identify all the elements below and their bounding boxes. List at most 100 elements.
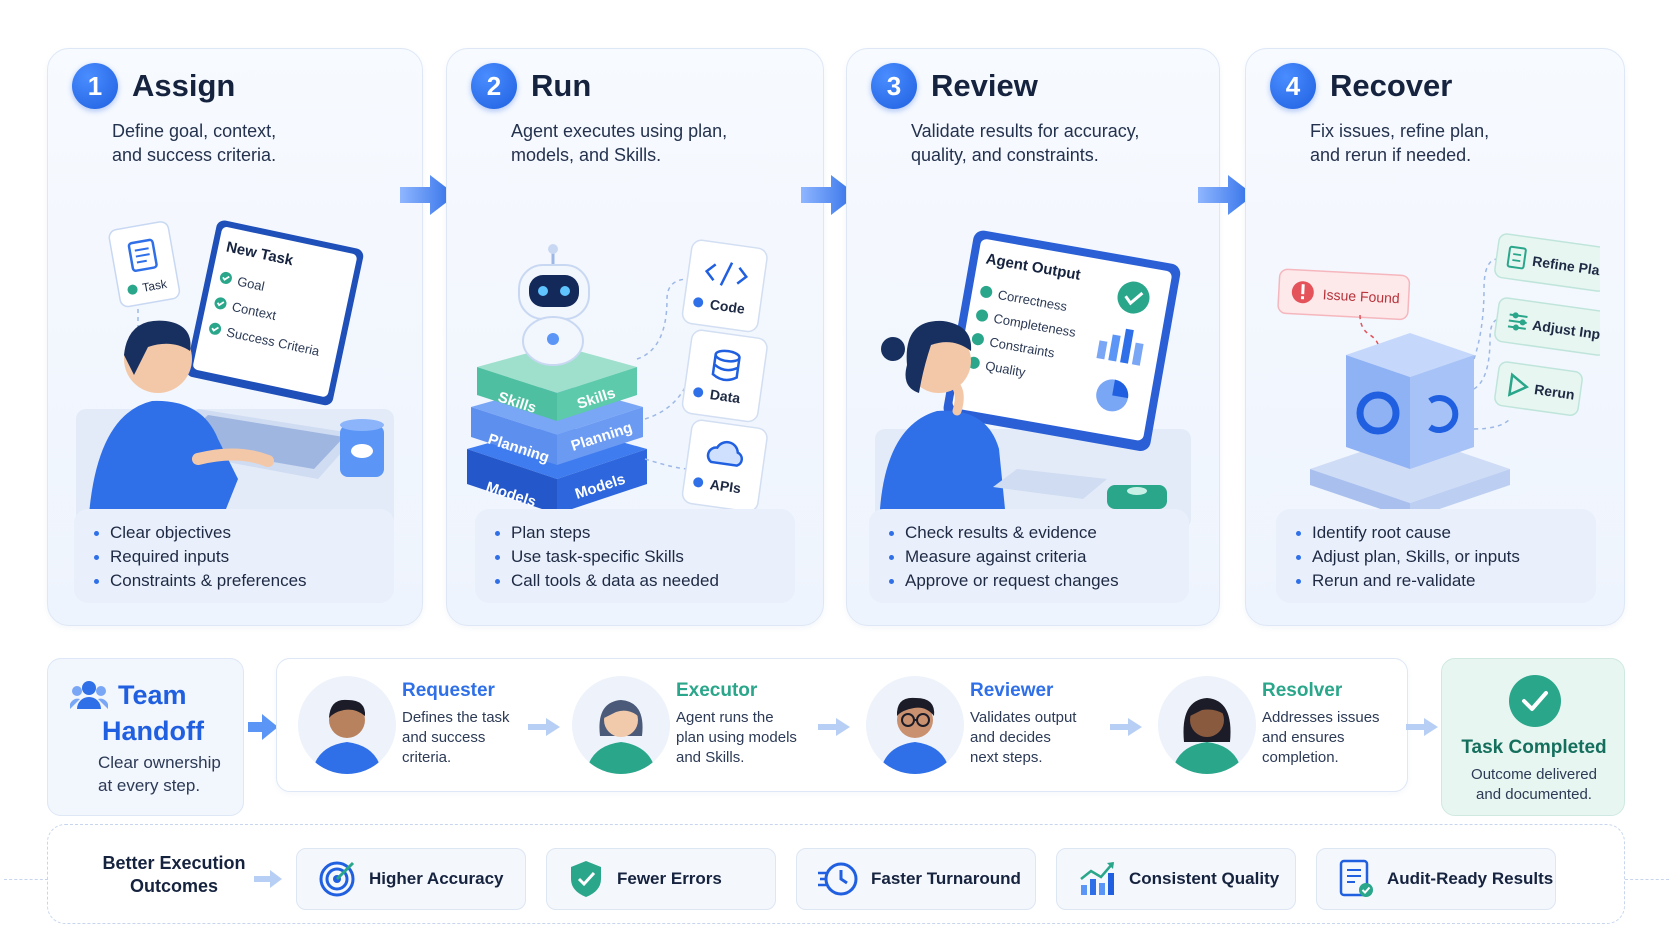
team-icon (70, 681, 108, 709)
team-title-line: Handoff (102, 716, 204, 746)
dashed-connector (1625, 879, 1669, 880)
team-subtitle-line: Clear ownership (98, 753, 221, 772)
code-tool-card: Code (681, 239, 768, 333)
shield-check-icon (571, 861, 601, 897)
bullet-item: Call tools & data as needed (495, 569, 795, 593)
role-description: Addresses issues and ensures completion. (1262, 708, 1432, 768)
description-line: Fix issues, refine plan, (1310, 121, 1490, 141)
role-arrow-icon (528, 718, 560, 736)
description-line: Validate results for accuracy, (911, 121, 1140, 141)
stage-title: Recover (1330, 68, 1453, 103)
role-description-line: plan using models (676, 729, 797, 746)
outcome-label: Faster Turnaround (871, 869, 1021, 888)
role-name: Resolver (1262, 680, 1343, 701)
bullet-item: Check results & evidence (889, 521, 1189, 545)
role-reviewer: Reviewer Validates output and decides ne… (866, 676, 1126, 776)
task-note-icon: Task (108, 221, 181, 308)
check-item: Goal (236, 274, 266, 294)
role-executor: Executor Agent runs the plan using model… (572, 676, 832, 776)
check-circle-icon (1509, 675, 1561, 727)
role-description-line: Addresses issues (1262, 709, 1380, 726)
bullet-list: Plan steps Use task-specific Skills Call… (475, 509, 795, 603)
bullet-list: Clear objectives Required inputs Constra… (74, 509, 394, 603)
role-arrow-icon (1406, 718, 1438, 736)
rerun-card: Rerun (1494, 361, 1583, 416)
chart-up-icon (1080, 862, 1114, 895)
bullet-item: Plan steps (495, 521, 795, 545)
bullet-item: Required inputs (94, 545, 394, 569)
dashed-connector (4, 879, 48, 880)
recover-illustration: Issue Found Refine Plan (1277, 233, 1600, 519)
role-requester: Requester Defines the task and success c… (298, 676, 558, 776)
role-description: Agent runs the plan using models and Ski… (676, 708, 846, 768)
stage-header: 2 Run (471, 63, 591, 109)
role-description-line: and success (402, 729, 486, 746)
outcome-consistent-quality: Consistent Quality (1056, 848, 1296, 910)
svg-text:Code: Code (709, 296, 746, 317)
reviewer-person-icon (879, 320, 1007, 529)
stage-title: Review (931, 68, 1038, 103)
outcome-label: Higher Accuracy (369, 869, 504, 888)
executor-avatar (572, 676, 670, 774)
role-description-line: and ensures (1262, 729, 1345, 746)
bullet-item: Constraints & preferences (94, 569, 394, 593)
stage-review: 3 Review Validate results for accuracy, … (846, 48, 1220, 626)
device-icon (1107, 485, 1167, 509)
role-arrow-icon (818, 718, 850, 736)
task-note-label: Task (141, 277, 169, 295)
stage-run: 2 Run Agent executes using plan, models,… (446, 48, 824, 626)
review-illustration: Agent Output Correctness Completeness Co… (875, 230, 1191, 529)
run-illustration: Models Models Planning Planning Skills S… (467, 239, 768, 514)
task-completed-title: Task Completed (1461, 737, 1607, 758)
data-tool-card: Data (681, 329, 768, 423)
outcome-fewer-errors: Fewer Errors (546, 848, 776, 910)
role-resolver: Resolver Addresses issues and ensures co… (1158, 676, 1398, 776)
role-description-line: criteria. (402, 749, 452, 766)
bullet-item: Measure against criteria (889, 545, 1189, 569)
task-completed-panel: Task Completed Outcome delivered and doc… (1441, 658, 1625, 816)
stage-title: Assign (132, 68, 236, 103)
step-number-badge: 4 (1270, 63, 1316, 109)
task-completed-subtitle-line: Outcome delivered (1471, 766, 1597, 783)
stage-recover: 4 Recover Fix issues, refine plan, and r… (1245, 48, 1625, 626)
handoff-arrow-icon (248, 714, 278, 740)
clock-icon (818, 862, 858, 896)
role-description: Defines the task and success criteria. (402, 708, 572, 768)
stage-description: Agent executes using plan, models, and S… (511, 119, 811, 167)
document-check-icon (1339, 859, 1373, 897)
issue-found-badge: Issue Found (1277, 268, 1411, 321)
flow-arrow-icon (400, 175, 456, 215)
recovery-cube-icon (1346, 333, 1474, 469)
role-description-line: and Skills. (676, 749, 745, 766)
svg-text:Rerun: Rerun (1533, 381, 1575, 402)
outcome-higher-accuracy: Higher Accuracy (296, 848, 526, 910)
check-item: Quality (984, 358, 1027, 380)
bullet-item: Adjust plan, Skills, or inputs (1296, 545, 1596, 569)
team-subtitle-line: at every step. (98, 776, 201, 795)
stage-description: Validate results for accuracy, quality, … (911, 119, 1221, 167)
role-description-line: next steps. (970, 749, 1043, 766)
team-handoff-panel: Team Handoff Clear ownership at every st… (47, 658, 244, 816)
task-completed-subtitle-line: and documented. (1476, 786, 1592, 803)
role-description-line: and decides (970, 729, 1051, 746)
stage-header: 4 Recover (1270, 63, 1452, 109)
description-line: and rerun if needed. (1310, 145, 1472, 165)
role-description: Validates output and decides next steps. (970, 708, 1140, 768)
pie-chart-icon (1096, 379, 1129, 412)
role-arrow-icon (1110, 718, 1142, 736)
role-description-line: Agent runs the (676, 709, 774, 726)
bullet-item: Approve or request changes (889, 569, 1189, 593)
outcomes-label-line: Better Execution (102, 853, 246, 873)
outcomes-frame (47, 824, 1625, 924)
role-name: Executor (676, 680, 758, 701)
step-number-badge: 2 (471, 63, 517, 109)
bullet-item: Identify root cause (1296, 521, 1596, 545)
flow-arrow-icon (801, 175, 857, 215)
adjust-inputs-card: Adjust Inputs (1494, 297, 1600, 356)
step-number-badge: 3 (871, 63, 917, 109)
outcome-audit-ready: Audit-Ready Results (1316, 848, 1556, 910)
stage-assign: 1 Assign Define goal, context, and succe… (47, 48, 423, 626)
description-line: models, and Skills. (511, 145, 662, 165)
outcomes-label-line: Outcomes (129, 876, 219, 896)
stage-header: 1 Assign (72, 63, 235, 109)
